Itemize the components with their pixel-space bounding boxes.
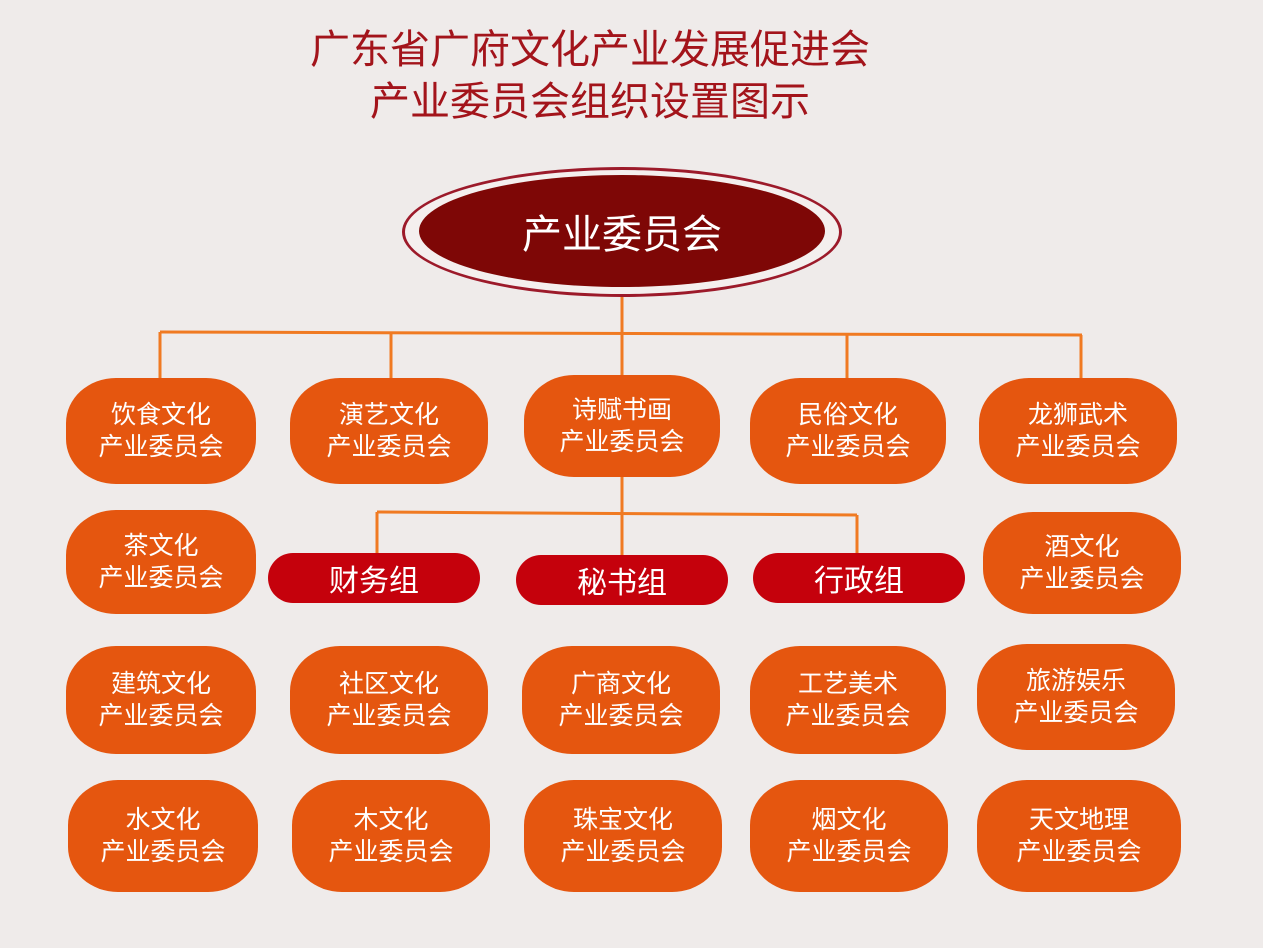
committee-suffix: 产业委员会 bbox=[1019, 564, 1145, 593]
committee-suffix: 产业委员会 bbox=[326, 432, 452, 461]
committee-suffix: 产业委员会 bbox=[785, 701, 911, 730]
committee-node-jewelry-culture: 珠宝文化 产业委员会 bbox=[524, 780, 722, 892]
committee-node-tobacco-culture: 烟文化 产业委员会 bbox=[750, 780, 948, 892]
committee-name: 社区文化 bbox=[338, 668, 439, 698]
committee-node-folk-culture: 民俗文化 产业委员会 bbox=[750, 378, 946, 484]
group-node-secretariat: 秘书组 bbox=[516, 555, 728, 605]
committee-name: 演艺文化 bbox=[338, 399, 439, 429]
group-node-administration: 行政组 bbox=[753, 553, 965, 603]
group-label: 秘书组 bbox=[577, 566, 667, 601]
committee-suffix: 产业委员会 bbox=[559, 427, 685, 456]
committee-node-lion-dance-martial-arts: 龙狮武术 产业委员会 bbox=[979, 378, 1177, 484]
committee-name: 木文化 bbox=[353, 804, 429, 834]
committee-suffix: 产业委员会 bbox=[98, 432, 224, 461]
group-node-finance: 财务组 bbox=[268, 553, 480, 603]
diagram-title-line1: 广东省广府文化产业发展促进会 bbox=[310, 27, 870, 73]
committee-name: 酒文化 bbox=[1044, 531, 1120, 561]
committee-node-astronomy-geography: 天文地理 产业委员会 bbox=[977, 780, 1181, 892]
committee-node-architecture-culture: 建筑文化 产业委员会 bbox=[66, 646, 256, 754]
committee-suffix: 产业委员会 bbox=[786, 837, 912, 866]
committee-node-guangzhou-merchant-culture: 广商文化 产业委员会 bbox=[522, 646, 720, 754]
committee-name: 茶文化 bbox=[123, 530, 199, 560]
committee-name: 建筑文化 bbox=[110, 668, 211, 698]
committee-node-arts-and-crafts: 工艺美术 产业委员会 bbox=[750, 646, 946, 754]
committee-suffix: 产业委员会 bbox=[98, 563, 224, 592]
committee-node-tourism-entertainment: 旅游娱乐 产业委员会 bbox=[977, 644, 1175, 750]
diagram-title-line2: 产业委员会组织设置图示 bbox=[370, 79, 810, 125]
committee-name: 广商文化 bbox=[570, 668, 671, 698]
committee-name: 天文地理 bbox=[1028, 804, 1129, 834]
committee-name: 工艺美术 bbox=[797, 668, 898, 698]
committee-node-food-culture: 饮食文化 产业委员会 bbox=[66, 378, 256, 484]
committee-node-community-culture: 社区文化 产业委员会 bbox=[290, 646, 488, 754]
committee-name: 龙狮武术 bbox=[1027, 399, 1128, 429]
committee-suffix: 产业委员会 bbox=[1016, 837, 1142, 866]
committee-name: 珠宝文化 bbox=[572, 804, 673, 834]
committee-node-wine-culture: 酒文化 产业委员会 bbox=[983, 512, 1181, 614]
committee-node-performing-arts: 演艺文化 产业委员会 bbox=[290, 378, 488, 484]
committee-suffix: 产业委员会 bbox=[100, 837, 226, 866]
committee-name: 旅游娱乐 bbox=[1025, 665, 1126, 695]
committee-suffix: 产业委员会 bbox=[1013, 698, 1139, 727]
committee-suffix: 产业委员会 bbox=[558, 701, 684, 730]
committee-suffix: 产业委员会 bbox=[98, 701, 224, 730]
group-label: 行政组 bbox=[814, 564, 904, 599]
connector-group-bus bbox=[376, 510, 858, 517]
committee-suffix: 产业委员会 bbox=[785, 432, 911, 461]
group-label: 财务组 bbox=[329, 564, 419, 599]
committee-name: 水文化 bbox=[125, 804, 201, 834]
committee-suffix: 产业委员会 bbox=[326, 701, 452, 730]
root-node-label: 产业委员会 bbox=[522, 212, 722, 258]
committee-name: 诗赋书画 bbox=[571, 394, 672, 424]
root-node-industry-committee: 产业委员会 bbox=[419, 175, 825, 287]
committee-node-poetry-calligraphy: 诗赋书画 产业委员会 bbox=[524, 375, 720, 477]
committee-name: 民俗文化 bbox=[797, 399, 898, 429]
committee-node-tea-culture: 茶文化 产业委员会 bbox=[66, 510, 256, 614]
committee-name: 饮食文化 bbox=[110, 399, 211, 429]
committee-suffix: 产业委员会 bbox=[1015, 432, 1141, 461]
committee-node-wood-culture: 木文化 产业委员会 bbox=[292, 780, 490, 892]
committee-node-water-culture: 水文化 产业委员会 bbox=[68, 780, 258, 892]
committee-suffix: 产业委员会 bbox=[560, 837, 686, 866]
committee-suffix: 产业委员会 bbox=[328, 837, 454, 866]
committee-name: 烟文化 bbox=[811, 804, 887, 834]
